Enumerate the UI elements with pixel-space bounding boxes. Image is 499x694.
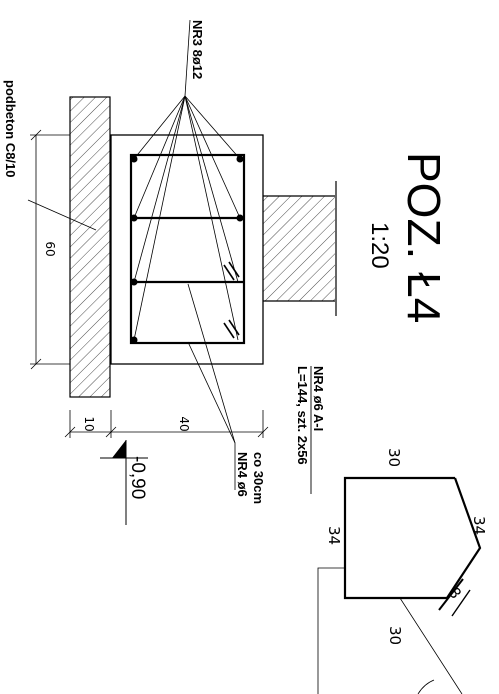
stirrup-shape-hook (451, 589, 471, 617)
hook-mark (223, 264, 235, 281)
bar-spec-line1: NR4 ø6 A-I (311, 366, 326, 431)
stirrup-shape (343, 476, 482, 600)
dim-width-label: 40 (177, 416, 191, 431)
stirrups-label: NR4 ø6 (235, 452, 250, 497)
hook-mark (223, 322, 235, 339)
ghost-curve (417, 679, 435, 694)
bar-leaders (133, 19, 241, 341)
stirrup-dim-left: 34 (325, 526, 343, 545)
stirrup-dim-bottom: 30 (386, 626, 404, 645)
hook-mark (228, 261, 240, 278)
dim-height (30, 129, 70, 370)
dim-offset-label: 10 (82, 416, 96, 431)
stirrup-dim-top: 30 (385, 448, 403, 467)
foundation-outline (110, 134, 264, 365)
top-bars-label: NR3 8ø12 (190, 20, 205, 79)
stirrup-shape-hook (438, 578, 464, 611)
stirrup-leaders (187, 283, 236, 490)
stirrup-spacing-label: co 30cm (251, 452, 266, 504)
bar-spec-line2: L=144, szt. 2x56 (295, 366, 310, 465)
drawing-scale: 1:20 (366, 222, 393, 269)
dim-height-label: 60 (43, 241, 57, 256)
level-marker (100, 440, 148, 525)
lean-concrete-leader (27, 199, 97, 231)
dim-bottom (64, 410, 269, 438)
lean-concrete-label: podbeton C8/10 (3, 80, 18, 178)
ghost-outline (317, 567, 345, 694)
drawing-title: POZ. Ł4 (398, 152, 450, 323)
level-label: -0,90 (127, 456, 148, 499)
stirrup-dim-right: 34 (470, 516, 488, 535)
ghost-outline (345, 597, 463, 694)
wall-section (263, 196, 335, 301)
stirrup-outer (129, 153, 246, 345)
lean-concrete-slab (69, 96, 111, 398)
hook-mark (228, 319, 240, 336)
